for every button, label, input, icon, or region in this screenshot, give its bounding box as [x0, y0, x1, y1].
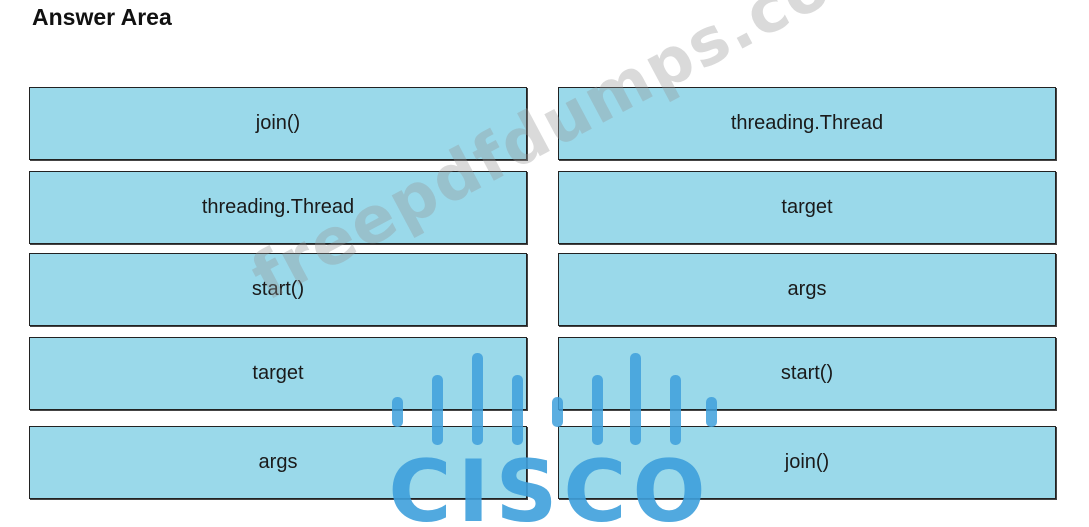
answer-box-left-4[interactable]: target — [29, 337, 527, 410]
answer-box-right-5[interactable]: join() — [558, 426, 1056, 499]
answer-box-left-1[interactable]: join() — [29, 87, 527, 160]
answer-box-left-2[interactable]: threading.Thread — [29, 171, 527, 244]
answer-box-right-1[interactable]: threading.Thread — [558, 87, 1056, 160]
answer-box-right-4[interactable]: start() — [558, 337, 1056, 410]
answer-box-right-3[interactable]: args — [558, 253, 1056, 326]
answer-box-right-2[interactable]: target — [558, 171, 1056, 244]
answer-box-left-5[interactable]: args — [29, 426, 527, 499]
answer-box-left-3[interactable]: start() — [29, 253, 527, 326]
answer-area-title: Answer Area — [32, 4, 172, 30]
